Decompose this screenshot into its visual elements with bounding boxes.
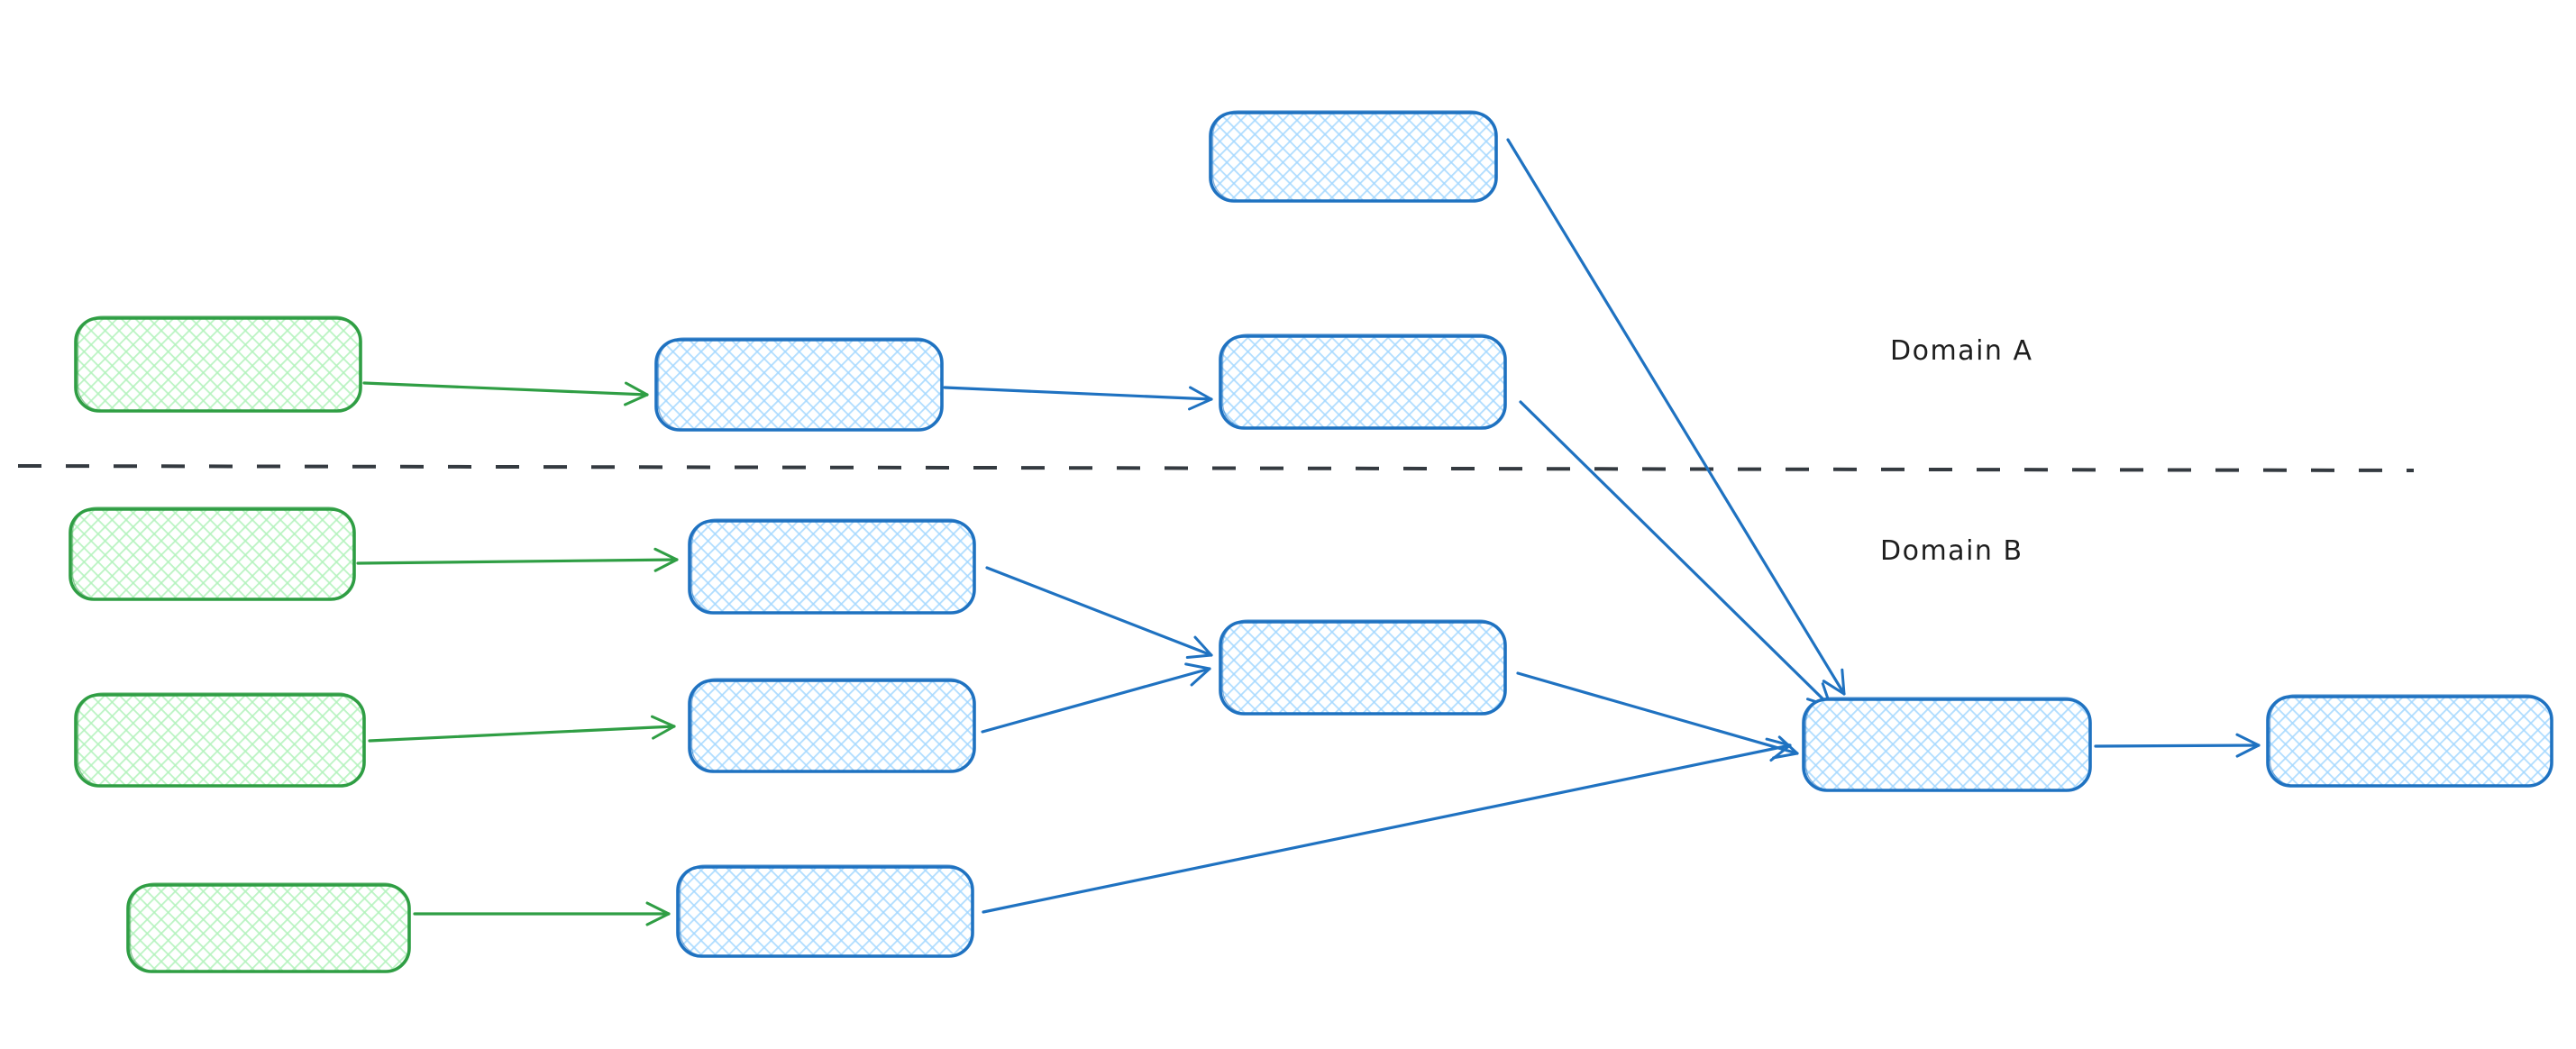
aggregator-box[interactable] [1802,697,2092,792]
domain-b-process-box-3[interactable] [676,864,974,958]
edge-aggregator-to-final[interactable] [2094,733,2261,758]
domain-b-process-box-2[interactable] [688,678,976,773]
domain-b-source-box-1[interactable] [69,506,356,601]
top-source-box[interactable] [1209,110,1498,203]
edge-b1-source-to-process[interactable] [356,547,679,572]
edge-merge-to-aggregator[interactable] [1516,671,1799,760]
edge-domain-a-source-to-process[interactable] [362,381,649,406]
edge-b3-process-to-aggregator[interactable] [982,737,1792,914]
edge-top-source-to-aggregator[interactable] [1506,138,1846,696]
domain-b-source-box-2[interactable] [74,692,366,788]
domain-divider-line[interactable] [17,464,2415,472]
domain-a-output-box[interactable] [1219,333,1507,430]
domain-b-merge-box[interactable] [1219,619,1507,716]
edge-domain-a-process-to-output[interactable] [943,386,1213,411]
domain-b-process-box-1[interactable] [688,518,976,615]
domain-a-source-box[interactable] [74,315,362,413]
edge-b1-process-to-merge[interactable] [985,566,1213,659]
domain-a-process-box[interactable] [654,337,944,432]
domain-b-source-box-3[interactable] [126,882,411,973]
edge-domain-a-output-to-aggregator[interactable] [1519,400,1832,708]
edge-b2-source-to-process[interactable] [368,715,676,743]
domain-a-label[interactable]: Domain A [1890,335,2033,367]
domain-b-label[interactable]: Domain B [1880,535,2023,567]
final-output-box[interactable] [2266,694,2553,788]
edge-b2-process-to-merge[interactable] [981,662,1211,734]
